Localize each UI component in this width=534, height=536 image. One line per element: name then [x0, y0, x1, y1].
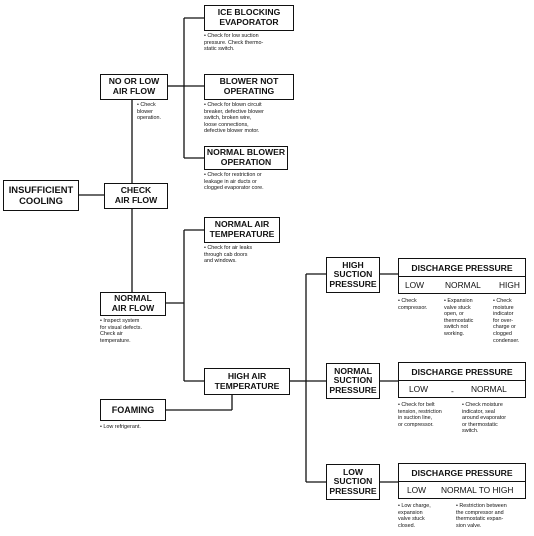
discharge-option-separator: -	[451, 385, 454, 396]
note-normal-blower: Check for restriction or leakage in air …	[204, 172, 264, 192]
discharge-option-high: HIGH	[499, 279, 520, 290]
divider	[399, 380, 525, 381]
high-air-temperature-box: HIGH AIR TEMPERATURE	[204, 368, 290, 395]
discharge-option-low: LOW	[407, 484, 427, 495]
divider	[399, 276, 525, 277]
note-low-low: Low charge, expansion valve stuck closed…	[398, 503, 431, 529]
discharge-pressure-title: DISCHARGE PRESSURE	[411, 467, 513, 478]
normal-blower-operation-box: NORMAL BLOWER OPERATION	[204, 146, 288, 170]
discharge-option-low: LOW	[405, 279, 425, 290]
note-high-low: Check compressor.	[398, 298, 427, 311]
foaming-box: FOAMING	[100, 399, 166, 421]
ice-blocking-evaporator-box: ICE BLOCKING EVAPORATOR	[204, 5, 294, 31]
note-normal-normal: Check moisture indicator, seal around ev…	[462, 402, 506, 435]
normal-air-flow-box: NORMAL AIR FLOW	[100, 292, 166, 316]
low-suction-pressure-box: LOW SUCTION PRESSURE	[326, 464, 380, 500]
insufficient-cooling-box: INSUFFICIENT COOLING	[3, 180, 79, 211]
note-normal-air-temp: Check for air leaks through cab doors an…	[204, 245, 252, 265]
high-suction-pressure-box: HIGH SUCTION PRESSURE	[326, 257, 380, 293]
note-inspect-system: Inspect system for visual defects. Check…	[100, 318, 142, 344]
note-check-blower: Check blower operation.	[137, 102, 161, 122]
divider	[399, 481, 525, 482]
no-or-low-air-flow-box: NO OR LOW AIR FLOW	[100, 74, 168, 100]
discharge-option-normal: NORMAL	[471, 383, 507, 394]
note-high-high: Check moisture indicator for over- charg…	[493, 298, 519, 344]
normal-air-temperature-box: NORMAL AIR TEMPERATURE	[204, 217, 280, 243]
note-ice-blocking: Check for low suction pressure. Check th…	[204, 33, 263, 53]
discharge-option-low: LOW	[409, 383, 429, 394]
discharge-pressure-title: DISCHARGE PRESSURE	[411, 366, 513, 377]
discharge-pressure-normal-suction: DISCHARGE PRESSURE LOW - NORMAL	[398, 362, 526, 398]
note-low-normal-high: Restriction between the compressor and t…	[456, 503, 507, 529]
discharge-option-normal: NORMAL	[445, 279, 481, 290]
discharge-pressure-low-suction: DISCHARGE PRESSURE LOW NORMAL TO HIGH	[398, 463, 526, 499]
note-normal-low: Check for belt tension, restriction in s…	[398, 402, 442, 428]
discharge-option-normal-to-high: NORMAL TO HIGH	[441, 484, 514, 495]
discharge-pressure-high-suction: DISCHARGE PRESSURE LOW NORMAL HIGH	[398, 258, 526, 294]
note-blower-not-operating: Check for blown circuit breaker, defecti…	[204, 102, 264, 135]
discharge-pressure-title: DISCHARGE PRESSURE	[411, 262, 513, 273]
note-high-normal: Expansion valve stuck open, or thermosta…	[444, 298, 473, 338]
blower-not-operating-box: BLOWER NOT OPERATING	[204, 74, 294, 100]
note-foaming: Low refrigerant.	[100, 424, 140, 431]
check-air-flow-box: CHECK AIR FLOW	[104, 183, 168, 209]
normal-suction-pressure-box: NORMAL SUCTION PRESSURE	[326, 363, 380, 399]
